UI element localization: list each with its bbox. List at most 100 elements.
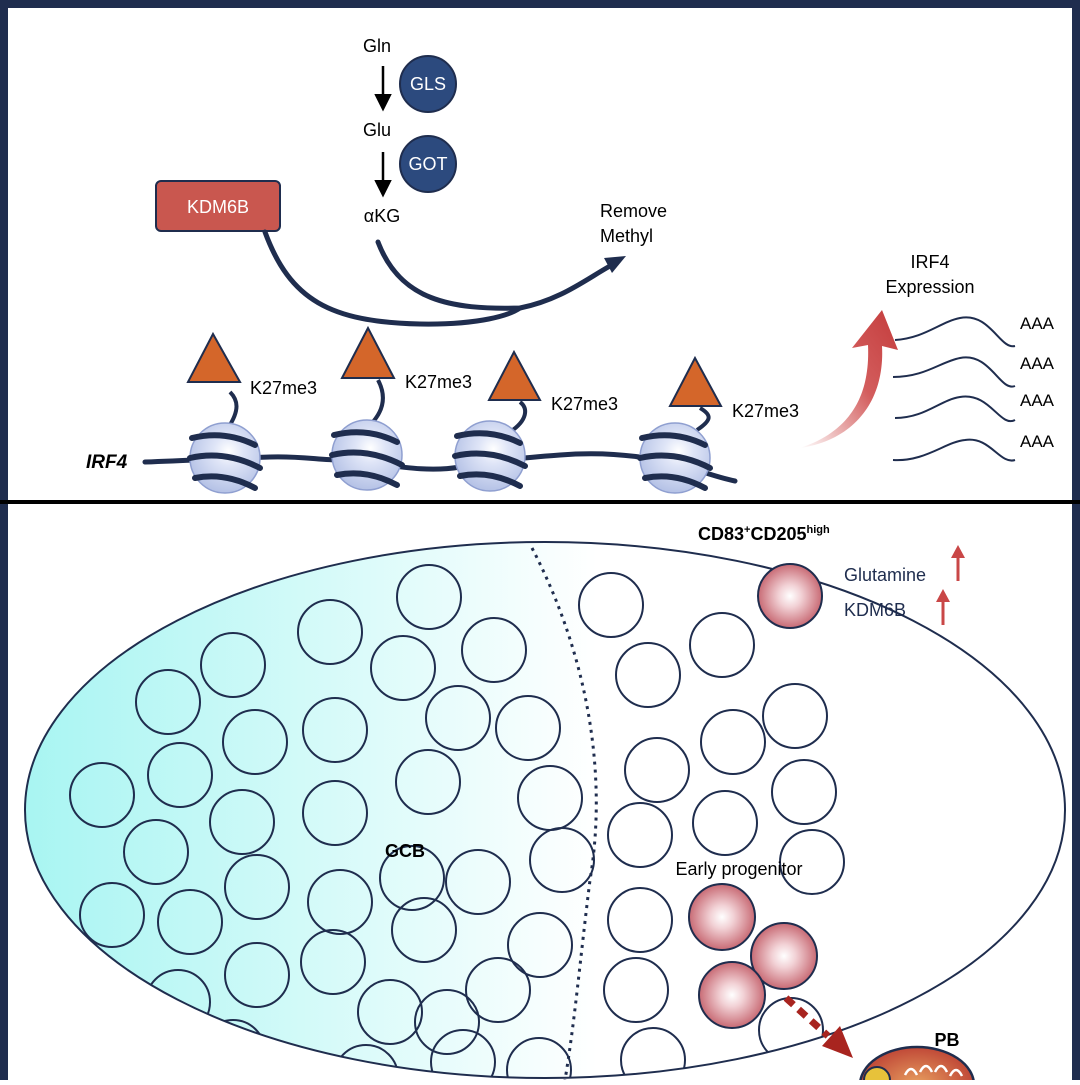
polya-label-1: AAA xyxy=(1020,314,1055,333)
expression-arrow xyxy=(800,310,898,448)
differentiation-arrow xyxy=(783,995,831,1039)
gcb-cell xyxy=(391,897,457,963)
remove-methyl-line1: Remove xyxy=(600,201,667,221)
gcb-cell xyxy=(224,942,290,1008)
kdm6b-box xyxy=(155,180,281,232)
dna-wrap xyxy=(452,430,528,489)
mrna-transcript-2 xyxy=(892,356,1016,388)
progenitor-cell-1 xyxy=(688,883,756,951)
gcb-cell xyxy=(123,819,189,885)
gcb-cell xyxy=(224,854,290,920)
bottom-panel: GCB Early progenitor PB CD83+CD205high G… xyxy=(24,524,1066,1080)
gcb-cell xyxy=(495,695,561,761)
dna-wrap xyxy=(187,432,263,491)
gcb-cell xyxy=(603,957,669,1023)
progenitor-cell-3 xyxy=(698,961,766,1029)
got-label: GOT xyxy=(409,154,448,174)
gcb-label: GCB xyxy=(385,841,425,861)
gcb-cell xyxy=(200,1019,266,1078)
mrna-transcript-1 xyxy=(894,316,1016,348)
gcb-cell xyxy=(222,709,288,775)
gcb-cell xyxy=(135,669,201,735)
gcb-cell xyxy=(506,1037,572,1078)
methyl-mark-triangle xyxy=(668,355,723,407)
methyl-mark-triangle xyxy=(487,349,542,401)
polya-label-4: AAA xyxy=(1020,432,1055,451)
gcb-cell xyxy=(357,979,423,1045)
progenitor-cell-2 xyxy=(750,922,818,990)
gcb-cell xyxy=(302,780,368,846)
gcb-cell xyxy=(147,742,213,808)
gcb-cell xyxy=(445,849,511,915)
kdm6b-label: KDM6B xyxy=(187,197,249,217)
gcb-cell xyxy=(209,789,275,855)
dna-wrap xyxy=(637,432,713,491)
top-panel: Gln GLS Glu GOT αKG KDM6B Remove Methyl … xyxy=(86,36,1055,494)
irf4-expression-line2: Expression xyxy=(885,277,974,297)
gcb-cell xyxy=(307,869,373,935)
gcb-cell xyxy=(414,989,480,1055)
gcb-cell xyxy=(465,957,531,1023)
glu-label: Glu xyxy=(363,120,391,140)
differentiation-arrowhead xyxy=(822,1026,853,1058)
nucleosome-1 xyxy=(186,331,263,494)
k27me3-label-2: K27me3 xyxy=(405,372,472,392)
glutamine-up-arrow xyxy=(951,545,965,581)
akg-curve xyxy=(375,239,613,311)
gcb-cell xyxy=(620,1027,686,1078)
cell-type-label: CD83+CD205high xyxy=(698,524,830,544)
gcb-cell xyxy=(200,632,266,698)
gcb-cell xyxy=(379,845,445,911)
plasmablast-nucleus xyxy=(863,1066,891,1080)
k27me3-label-1: K27me3 xyxy=(250,378,317,398)
gcb-cell xyxy=(396,564,462,630)
gcb-cell xyxy=(395,749,461,815)
gcb-cell xyxy=(157,889,223,955)
nucleosome-2 xyxy=(329,325,405,491)
gcb-cell xyxy=(689,612,755,678)
gcb-cell xyxy=(430,1029,496,1078)
gcb-cell xyxy=(771,759,837,825)
gcb-cell xyxy=(607,887,673,953)
gcb-cell xyxy=(370,635,436,701)
k27me3-label-4: K27me3 xyxy=(732,401,799,421)
gls-label: GLS xyxy=(410,74,446,94)
mrna-transcript-4 xyxy=(892,438,1016,462)
glutamine-label: Glutamine xyxy=(844,565,926,585)
mrna-transcript-3 xyxy=(894,395,1016,423)
gcb-cell xyxy=(302,697,368,763)
remove-methyl-arrowhead xyxy=(604,256,626,273)
early-progenitor-label: Early progenitor xyxy=(675,859,802,879)
histone-tail xyxy=(695,406,711,432)
got-enzyme xyxy=(399,135,457,193)
gcb-cell xyxy=(692,790,758,856)
gcb-cell xyxy=(762,683,828,749)
gcb-cells xyxy=(69,564,845,1078)
plasmablast-cell xyxy=(859,1045,975,1080)
kdm6b-curve xyxy=(262,229,523,327)
akg-label: αKG xyxy=(364,206,400,226)
gcb-cell xyxy=(69,762,135,828)
gcb-cell xyxy=(615,642,681,708)
gcb-cell xyxy=(700,709,766,775)
plasmablast-er xyxy=(903,1064,964,1077)
gcb-cell xyxy=(425,685,491,751)
gln-label: Gln xyxy=(363,36,391,56)
remove-methyl-line2: Methyl xyxy=(600,226,653,246)
nucleosome-4 xyxy=(637,355,723,494)
methyl-mark-triangle xyxy=(340,325,396,379)
gcb-cell xyxy=(300,929,366,995)
histone-tail xyxy=(508,400,528,434)
gcb-cell xyxy=(461,617,527,683)
polya-label-3: AAA xyxy=(1020,391,1055,410)
gls-enzyme xyxy=(399,55,457,113)
kdm6b-up-arrow xyxy=(936,589,950,625)
irf4-gene-label: IRF4 xyxy=(86,452,128,473)
nucleosome-3 xyxy=(452,349,542,492)
kdm6b-bottom-label: KDM6B xyxy=(844,600,906,620)
methyl-mark-triangle xyxy=(186,331,242,383)
gcb-cell xyxy=(79,882,145,948)
